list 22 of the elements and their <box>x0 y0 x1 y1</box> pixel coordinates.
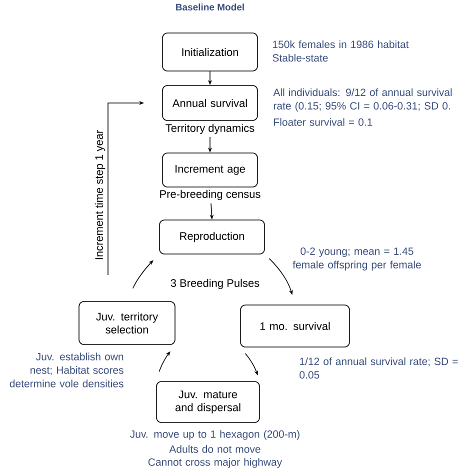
process-box: Initialization <box>162 32 258 72</box>
process-box: Increment age <box>162 152 258 188</box>
title: Baseline Model <box>176 4 244 10</box>
annotation-text: Cannot cross major highway <box>148 458 282 468</box>
annotation-text: Floater survival = 0.1 <box>274 118 372 126</box>
process-box: 1 mo. survival <box>240 304 350 348</box>
annotation-text: Juv. establish own nest; Habitat scores determine vole densities <box>10 352 124 388</box>
annotation-text: Juv. move up to 1 hexagon (200-m) <box>130 430 300 440</box>
annotation-text: Adults do not move <box>169 445 260 453</box>
edge-label: Increment time step 1 year <box>94 130 106 260</box>
process-box: Annual survival <box>162 85 258 121</box>
edge-label: Territory dynamics <box>164 122 256 136</box>
annotation-text: 0-2 young; mean = 1.45 female offspring per female <box>292 248 421 270</box>
annotation-text: 1/12 of annual survival rate; SD = 0.05 <box>300 357 458 379</box>
process-box: Juv. mature and dispersal <box>156 381 260 423</box>
annotation-text: All individuals: 9/12 of annual survival rate (0.15; 95% CI = 0.06-0.31; SD 0. <box>273 88 452 112</box>
arrow <box>132 260 154 289</box>
edge-label: Pre-breeding census <box>158 188 262 202</box>
annotation-text: 150k females in 1986 habitat Stable-state <box>272 40 409 62</box>
process-box: Juv. territory selection <box>78 301 176 345</box>
process-box: Reproduction <box>159 220 265 254</box>
note-text: 3 Breeding Pulses <box>170 278 260 290</box>
